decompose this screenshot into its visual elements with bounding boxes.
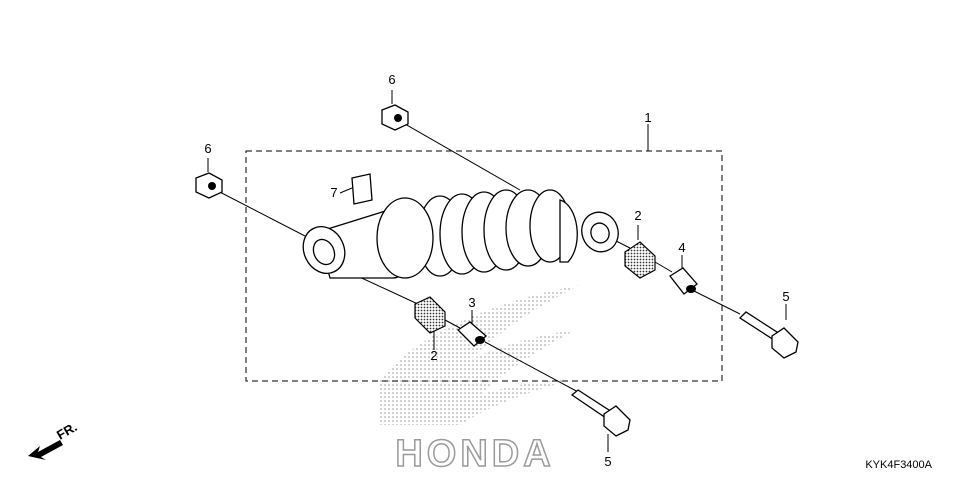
callout-7: 7 bbox=[330, 185, 337, 200]
honda-wordmark-text: HONDA bbox=[395, 433, 554, 475]
front-indicator-label: FR. bbox=[54, 419, 80, 442]
collar-part-4 bbox=[669, 267, 698, 295]
callout-6-lower: 6 bbox=[204, 141, 211, 156]
front-direction-indicator: FR. bbox=[28, 419, 80, 460]
callout-4: 4 bbox=[678, 240, 685, 255]
callouts: 1 2 2 3 4 5 5 6 6 7 bbox=[204, 72, 789, 469]
honda-wordmark-watermark: HONDA bbox=[395, 432, 554, 476]
callout-3: 3 bbox=[468, 295, 475, 310]
callout-6-upper: 6 bbox=[388, 72, 395, 87]
callout-5-lower: 5 bbox=[604, 454, 611, 469]
catalog-code: KYK4F3400A bbox=[865, 459, 932, 471]
nut-lower bbox=[195, 172, 223, 199]
bolt-upper bbox=[738, 311, 799, 359]
callout-2-upper: 2 bbox=[634, 208, 641, 223]
callout-1: 1 bbox=[644, 110, 651, 125]
honda-wing-watermark bbox=[380, 285, 580, 425]
bushing-upper bbox=[624, 241, 656, 279]
nut-upper bbox=[381, 104, 409, 131]
bolt-lower bbox=[570, 389, 631, 437]
collar-part-3 bbox=[456, 321, 488, 347]
callout-5-upper: 5 bbox=[782, 289, 789, 304]
leader-lines bbox=[207, 90, 787, 452]
assembly-boundary-box bbox=[245, 150, 723, 382]
rear-shock-absorber bbox=[302, 189, 619, 279]
callout-2-lower: 2 bbox=[430, 348, 437, 363]
front-arrow-icon bbox=[28, 440, 63, 460]
label-plate-part-7 bbox=[351, 173, 373, 205]
bushing-lower bbox=[414, 296, 446, 334]
